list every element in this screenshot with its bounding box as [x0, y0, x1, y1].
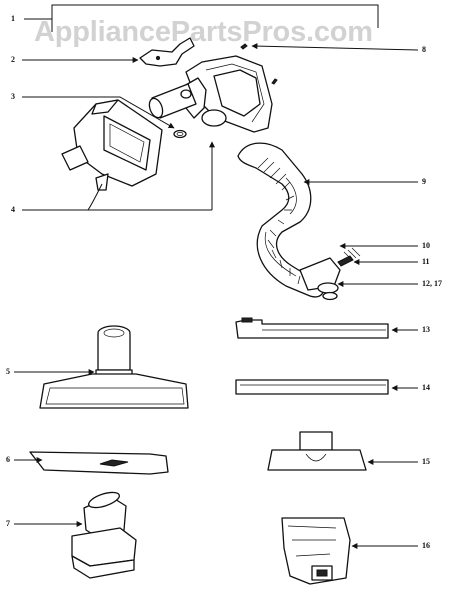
part-14-wand: [235, 379, 418, 395]
callout-13: 13: [422, 325, 430, 334]
callout-12-17: 12, 17: [422, 279, 442, 288]
part-15-nozzle: [267, 431, 418, 471]
part-16-bag: [281, 517, 418, 585]
part-3-ring: [22, 96, 187, 139]
part-8-screws: [240, 43, 419, 85]
part-7-dusting-brush: [14, 491, 137, 579]
callout-15: 15: [422, 457, 430, 466]
assembly-bracket-leader: [24, 4, 379, 32]
callout-11: 11: [422, 257, 430, 266]
parts-10-11-clips: [337, 243, 418, 287]
callout-2: 2: [11, 55, 15, 64]
part-9-hose: [237, 142, 418, 301]
callout-16: 16: [422, 541, 430, 550]
callout-8: 8: [422, 45, 426, 54]
part-6-crevice-tool: [14, 451, 169, 475]
part-4-housing: [22, 99, 215, 211]
callout-7: 7: [6, 519, 10, 528]
callout-6: 6: [6, 455, 10, 464]
part-5-floor-tool: [14, 325, 189, 409]
callout-4: 4: [11, 205, 15, 214]
callout-5: 5: [6, 367, 10, 376]
callout-1: 1: [11, 14, 15, 23]
part-2-latch: [22, 37, 195, 67]
callout-3: 3: [11, 92, 15, 101]
callout-10: 10: [422, 241, 430, 250]
callout-14: 14: [422, 383, 430, 392]
watermark: AppliancePartsPros.com: [34, 16, 373, 48]
part-13-wand: [235, 317, 418, 339]
handle-assembly: [148, 55, 273, 133]
callout-9: 9: [422, 177, 426, 186]
